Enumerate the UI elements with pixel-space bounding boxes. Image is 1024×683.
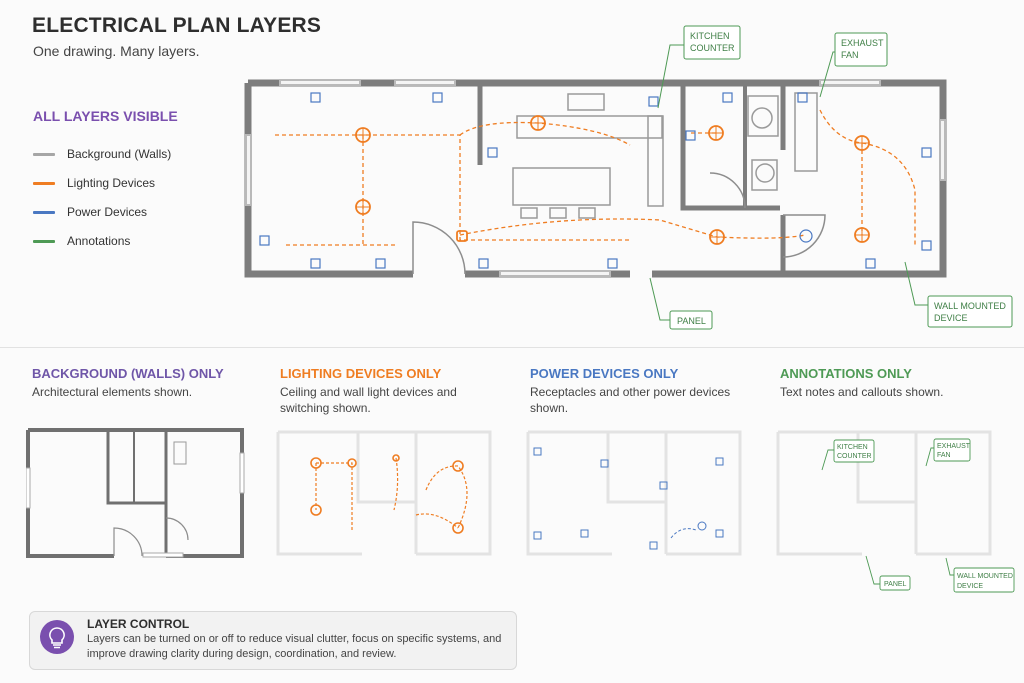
callout-text: DEVICE: [934, 313, 968, 323]
callout-wall-mounted-device: [927, 295, 1013, 328]
layer-desc-power: Receptacles and other power devices show…: [530, 385, 731, 415]
callout-text: FAN: [841, 50, 859, 60]
interior-wall: [680, 83, 780, 211]
thumb-callout-text: COUNTER: [837, 453, 872, 460]
lighting-fixtures: [355, 115, 870, 245]
callout-text: PANEL: [677, 316, 706, 326]
section-divider: [0, 347, 1024, 348]
thumbnail-power-devices: [526, 430, 742, 556]
thumb-callout-text: PANEL: [884, 581, 907, 588]
thumbnail-annotations: KITCHEN COUNTER EXHAUST FAN PANEL WALL M…: [776, 430, 1015, 593]
legend-label: Lighting Devices: [67, 176, 156, 190]
layer-heading-lighting: LIGHTING DEVICES ONLY: [280, 366, 442, 381]
thumbnail-lighting-devices: [276, 430, 492, 556]
thumb-callout-text: DEVICE: [957, 583, 983, 590]
legend-item-lighting[interactable]: Lighting Devices: [33, 175, 155, 191]
legend-item-annotations[interactable]: Annotations: [33, 233, 130, 249]
legend-label: Background (Walls): [67, 147, 172, 161]
layer-desc-annotations: Text notes and callouts shown.: [780, 385, 944, 399]
legend-label: Power Devices: [67, 205, 148, 219]
callout-text: KITCHEN: [690, 31, 730, 41]
thumb-callout-text: EXHAUST: [937, 443, 971, 450]
callout-panel: [669, 310, 713, 330]
lightbulb-icon: [40, 620, 74, 654]
doors: [412, 172, 826, 275]
layer-heading-annotations: ANNOTATIONS ONLY: [780, 366, 912, 381]
legend-swatch-lighting: [33, 181, 55, 185]
annotation-callouts: KITCHEN COUNTER EXHAUST FAN PANEL WALL M…: [649, 25, 1013, 330]
layer-heading-background: BACKGROUND (WALLS) ONLY: [32, 366, 224, 381]
layer-desc-lighting: Ceiling and wall light devices and switc…: [280, 385, 457, 415]
windows: [245, 79, 946, 277]
callout-exhaust-fan: [834, 32, 888, 67]
main-floor-plan: KITCHEN COUNTER EXHAUST FAN PANEL WALL M…: [244, 25, 1013, 330]
legend-item-background[interactable]: Background (Walls): [33, 146, 171, 162]
legend-swatch-power: [33, 210, 55, 214]
power-devices: [259, 92, 932, 269]
layer-control-title: LAYER CONTROL: [87, 617, 190, 631]
page-title: ELECTRICAL PLAN LAYERS: [32, 14, 322, 37]
layer-heading-power: POWER DEVICES ONLY: [530, 366, 679, 381]
layer-desc-background: Architectural elements shown.: [32, 385, 193, 399]
lighting-wiring: [275, 109, 916, 246]
all-layers-heading: ALL LAYERS VISIBLE: [33, 108, 178, 124]
callout-text: EXHAUST: [841, 38, 884, 48]
thumb-callout-text: KITCHEN: [837, 444, 868, 451]
thumbnail-background-walls: [26, 428, 245, 558]
layer-control-panel: [29, 611, 517, 670]
legend-label: Annotations: [67, 234, 131, 248]
legend-swatch-background: [33, 152, 55, 156]
thumb-callout-text: FAN: [937, 452, 951, 459]
page-subtitle: One drawing. Many layers.: [33, 43, 200, 59]
legend-swatch-annotations: [33, 239, 55, 243]
layer-control-text: Layers can be turned on or off to reduce…: [87, 633, 502, 660]
callout-kitchen-counter: [683, 25, 741, 60]
callout-text: COUNTER: [690, 43, 735, 53]
callout-text: WALL MOUNTED: [934, 301, 1006, 311]
thumb-callout-text: WALL MOUNTED: [957, 573, 1013, 580]
kitchen-furniture: [512, 92, 818, 219]
legend-item-power[interactable]: Power Devices: [33, 204, 147, 220]
